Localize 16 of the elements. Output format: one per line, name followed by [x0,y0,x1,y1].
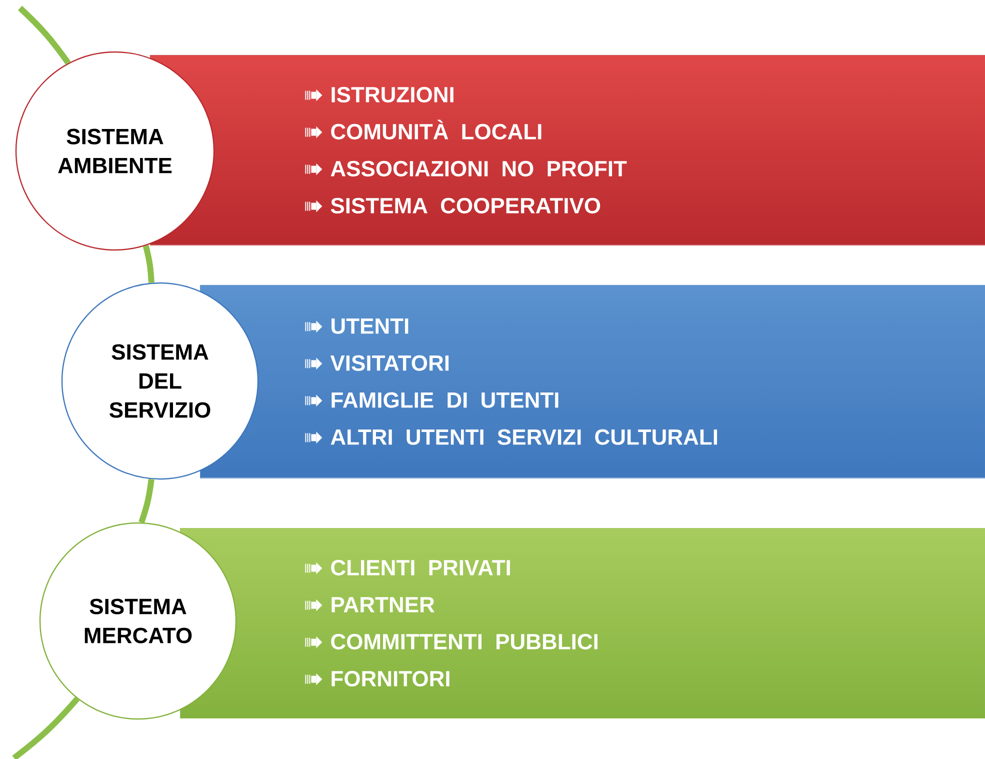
list-item: ASSOCIAZIONI NO PROFIT [330,160,627,176]
list-item: FORNITORI [332,670,450,686]
list-item: ALTRI UTENTI SERVIZI CULTURALI [330,429,718,445]
connector-line [18,6,71,65]
list-item: COMUNITÀ LOCALI [331,120,542,140]
list-item: FAMIGLIE DI UTENTI [332,392,558,408]
connector-line [12,696,80,759]
list-item: UTENTI [332,318,408,334]
list-item: SISTEMA COOPERATIVO [330,198,600,214]
connector-line [142,244,154,283]
list-item: COMMITTENTI PUBBLICI [331,634,598,650]
connector-line [138,478,154,524]
list-item: VISITATORI [330,355,449,371]
list-item: ISTRUZIONI [332,86,454,102]
list-item: PARTNER [332,597,434,612]
list-item: CLIENTI PRIVATI [331,560,510,576]
